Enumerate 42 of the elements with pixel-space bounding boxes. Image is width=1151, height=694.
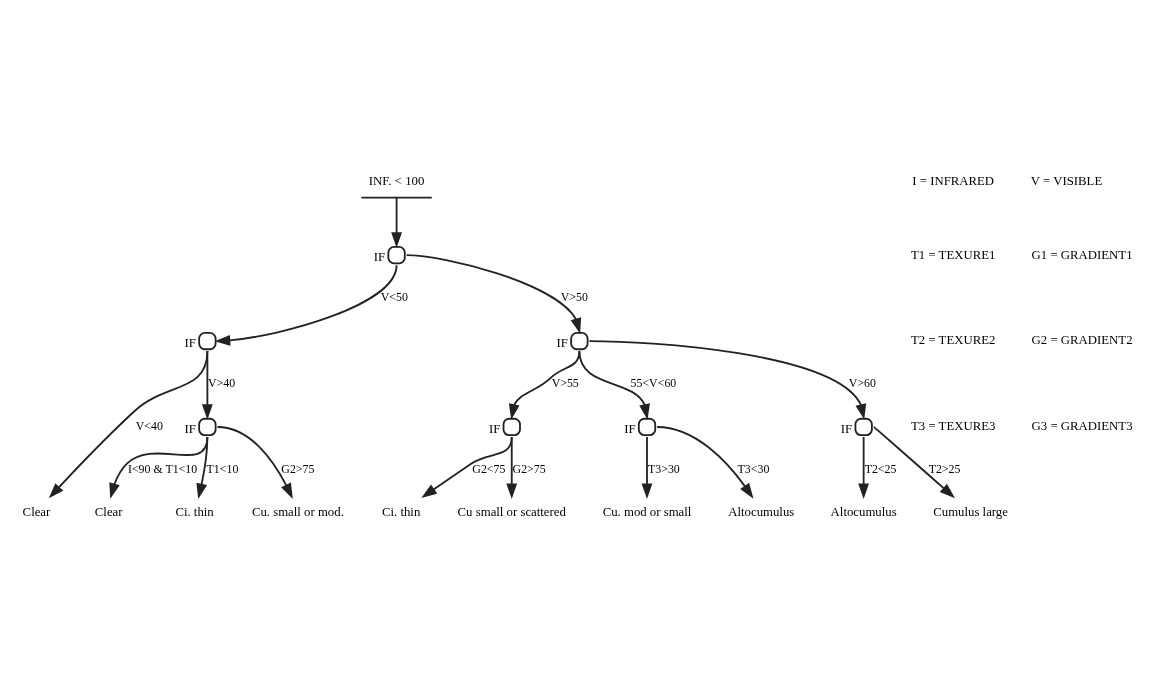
node-label: IF — [184, 335, 196, 350]
edge-label: G2>75 — [281, 462, 315, 477]
node-text: Cumulus large — [933, 505, 1008, 520]
node-text: Clear — [94, 505, 123, 520]
label: V = VISIBLE — [1030, 173, 1103, 188]
node-text: Cu small or scattered — [457, 505, 566, 520]
edge-label: T2>25 — [928, 462, 961, 477]
node-label: IF — [840, 421, 853, 436]
node-text: Ci. thin — [381, 505, 421, 520]
edge-label: T2<25 — [864, 462, 897, 477]
node-text: Cu. mod or small — [602, 505, 692, 520]
node-label: IF — [556, 335, 568, 350]
edge-label: V>50 — [560, 290, 588, 305]
label: G1 = GRADIENT1 — [1031, 247, 1133, 262]
node-text: INF. < 100 — [368, 173, 425, 188]
edge-label: 55<V<60 — [630, 376, 677, 391]
node-label: IF — [184, 421, 196, 436]
node-label: IF — [488, 421, 501, 436]
edge-label: T3>30 — [648, 462, 680, 477]
edge-label: T3<30 — [737, 462, 770, 477]
edge-label: G2>75 — [512, 462, 546, 477]
edge-label: G2<75 — [472, 462, 506, 477]
label: T2 = TEXURE2 — [911, 333, 996, 348]
edge-label: T1<10 — [206, 462, 239, 477]
label: T1 = TEXURE1 — [911, 247, 996, 262]
label: G3 = GRADIENT3 — [1031, 419, 1133, 434]
node-text: Cu. small or mod. — [251, 505, 344, 520]
edge-label: V>40 — [207, 376, 236, 391]
edge-label: V<50 — [380, 290, 408, 305]
label: G2 = GRADIENT2 — [1031, 333, 1133, 348]
label: T3 = TEXURE3 — [911, 419, 996, 434]
edge-label: I<90 & T1<10 — [127, 462, 198, 477]
edge-label: V>60 — [848, 376, 876, 391]
node-label: IF — [624, 421, 636, 436]
edge-label: V<40 — [135, 419, 163, 434]
node-text: Ci. thin — [175, 505, 214, 520]
edge-label: V>55 — [551, 376, 579, 391]
node-label: IF — [373, 249, 386, 264]
node-text: Altocumulus — [830, 505, 897, 520]
node-text: Clear — [22, 505, 51, 520]
label: I = INFRARED — [912, 173, 995, 188]
node-text: Altocumulus — [728, 505, 795, 520]
